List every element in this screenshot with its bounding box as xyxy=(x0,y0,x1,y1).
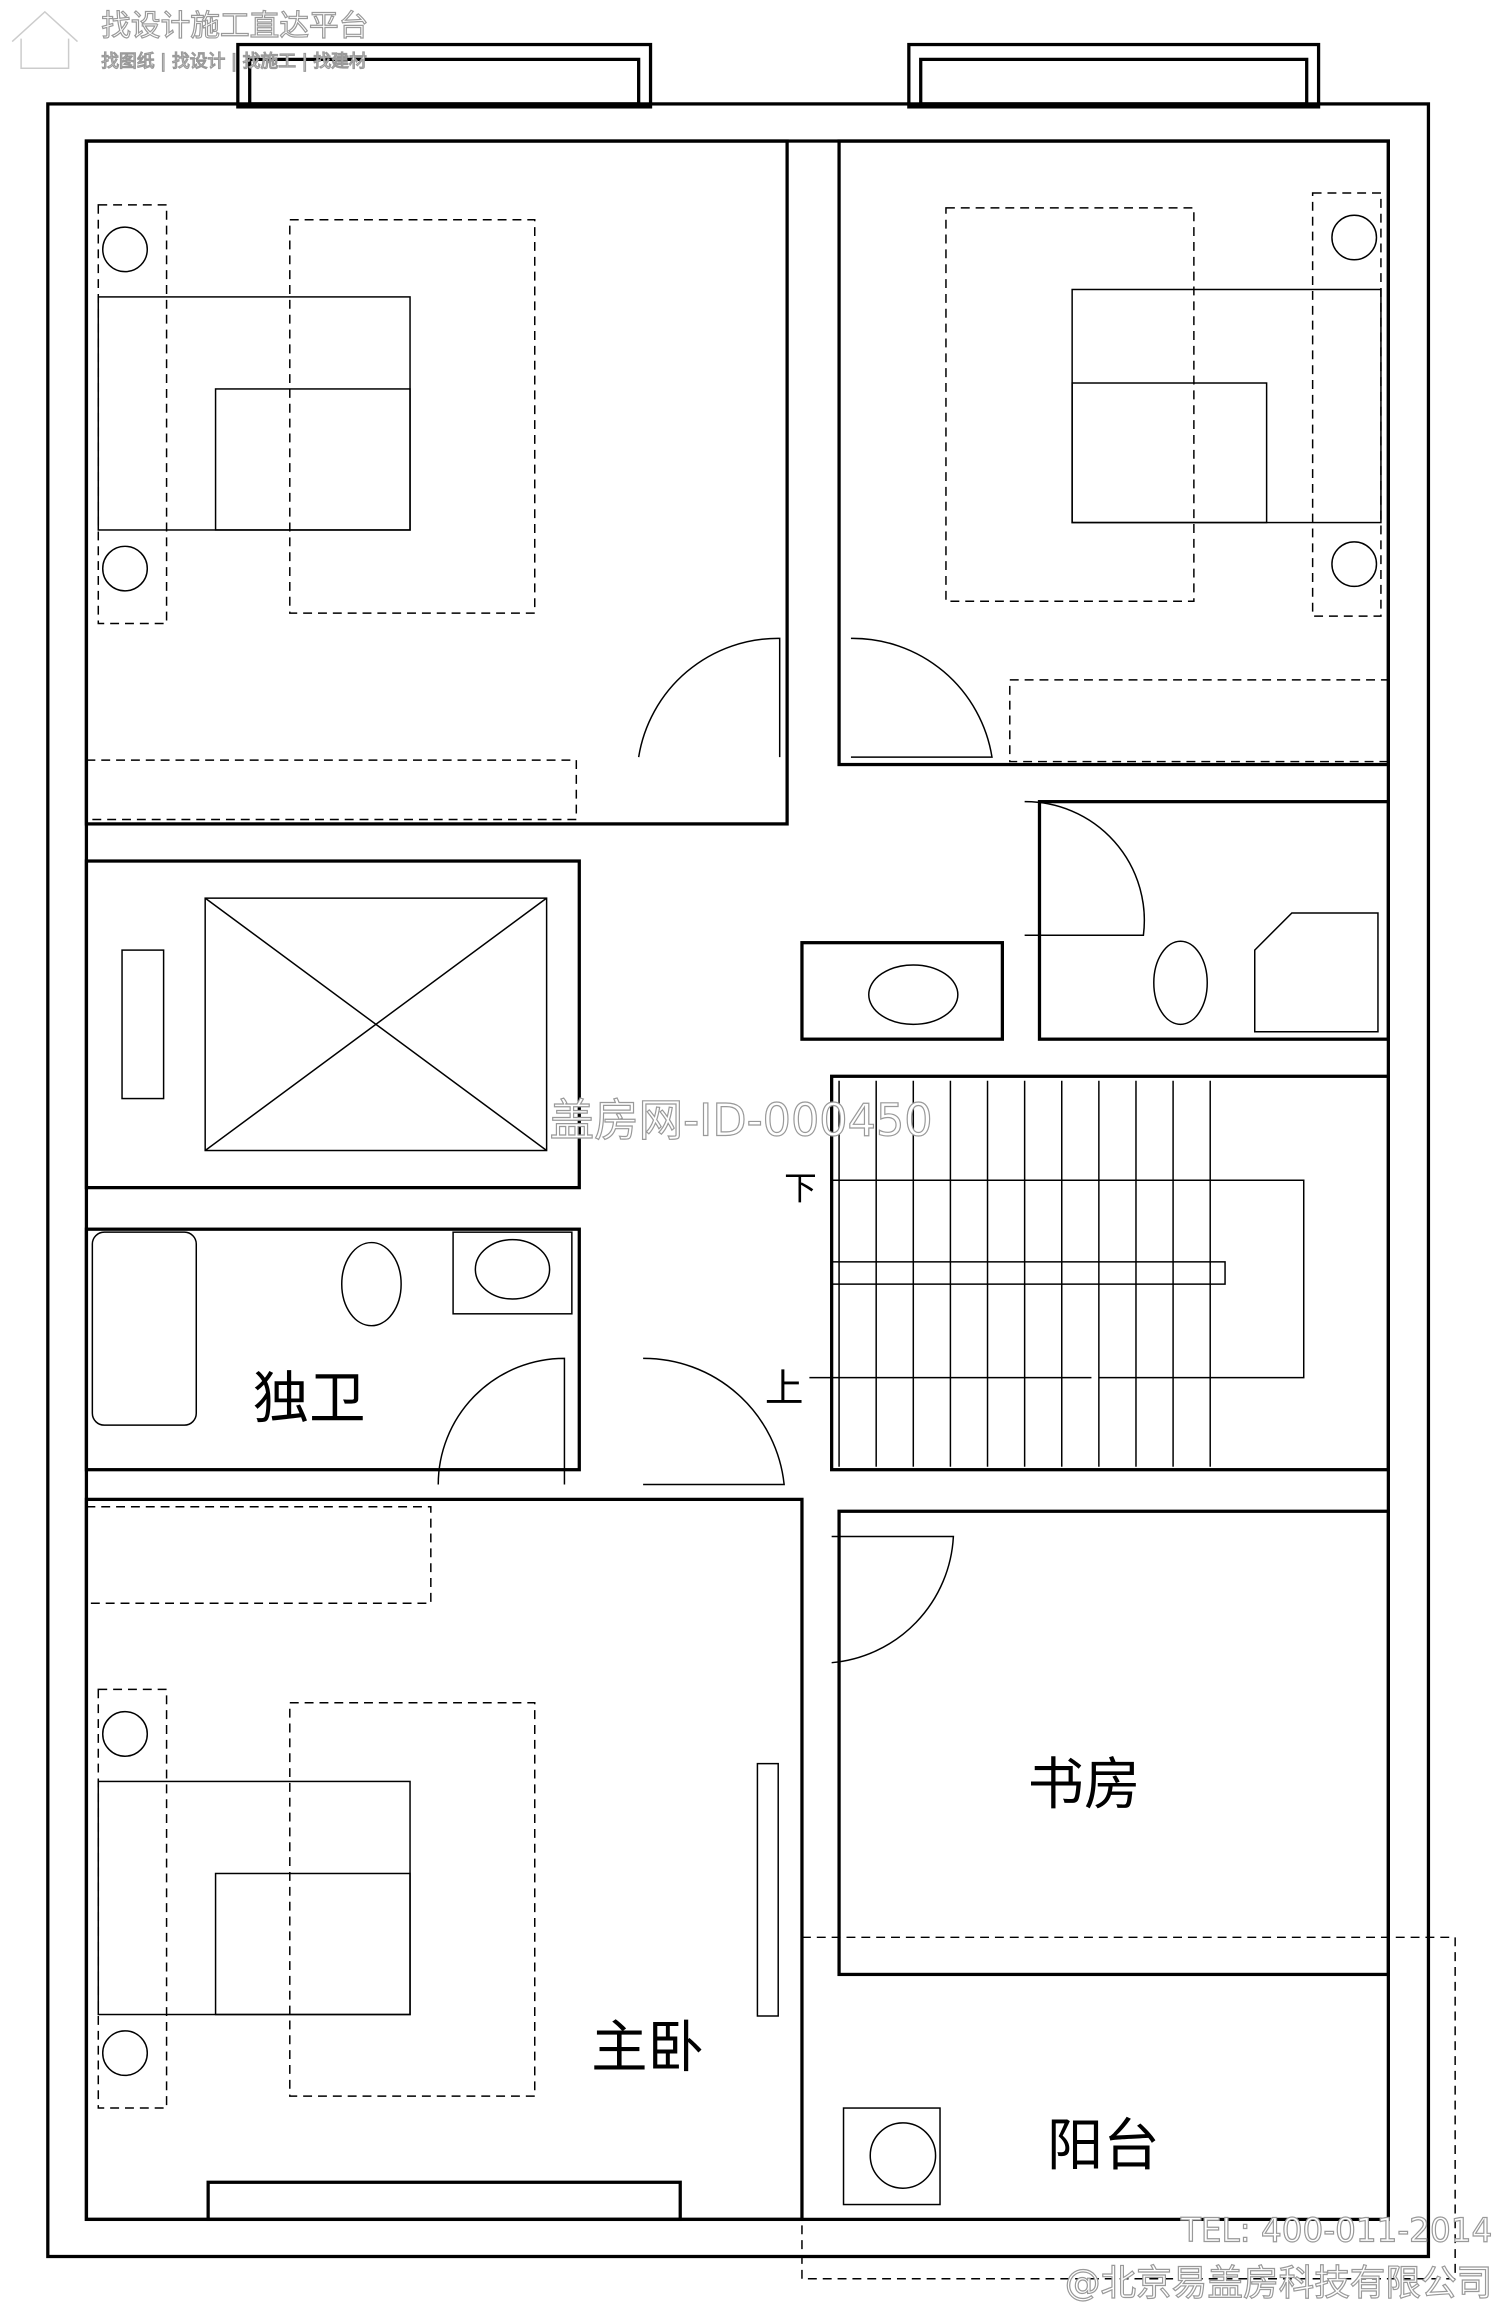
label-stairs-down: 下 xyxy=(784,1170,817,1208)
sink-area xyxy=(800,941,1005,1041)
stair-direction-line xyxy=(809,1179,1305,1379)
label-master-bedroom: 主卧 xyxy=(591,2015,704,2080)
study-room xyxy=(837,1509,1390,1977)
label-bathroom: 独卫 xyxy=(253,1367,366,1432)
bathroom-room xyxy=(84,1227,581,1472)
label-balcony: 阳台 xyxy=(1047,2113,1160,2178)
wardrobes xyxy=(85,679,1390,1605)
small-bath xyxy=(1037,800,1390,1041)
label-study: 书房 xyxy=(1028,1753,1141,1818)
footer-company: @北京易盖房科技有限公司 xyxy=(1065,2263,1492,2304)
logo-title: 找设计施工直达平台 xyxy=(101,9,368,44)
master-bedroom-room xyxy=(84,1497,804,2222)
doors xyxy=(437,637,1146,1664)
logo-subtitle: 找图纸 | 找设计 | 找施工 | 找建材 xyxy=(101,51,367,72)
stair-handrail xyxy=(830,1261,1226,1285)
elevator xyxy=(121,897,548,1152)
bed-top-right xyxy=(945,192,1382,617)
footer-tel: TEL: 400-011-2014 xyxy=(1180,2212,1492,2250)
interior-walls xyxy=(84,139,1456,2280)
elevator-room xyxy=(84,859,581,1190)
bedroom-top-right xyxy=(837,139,1390,767)
logo: 找设计施工直达平台 找图纸 | 找设计 | 找施工 | 找建材 xyxy=(11,8,369,72)
bed-master xyxy=(97,1688,779,2109)
bed-top-left xyxy=(97,204,536,625)
label-stairs-up: 上 xyxy=(765,1366,804,1411)
staircase xyxy=(809,1080,1305,1467)
fixtures xyxy=(91,912,1379,2206)
bedroom-top-left xyxy=(84,139,789,826)
watermark: 盖房网-ID-000450 xyxy=(550,1095,933,1147)
